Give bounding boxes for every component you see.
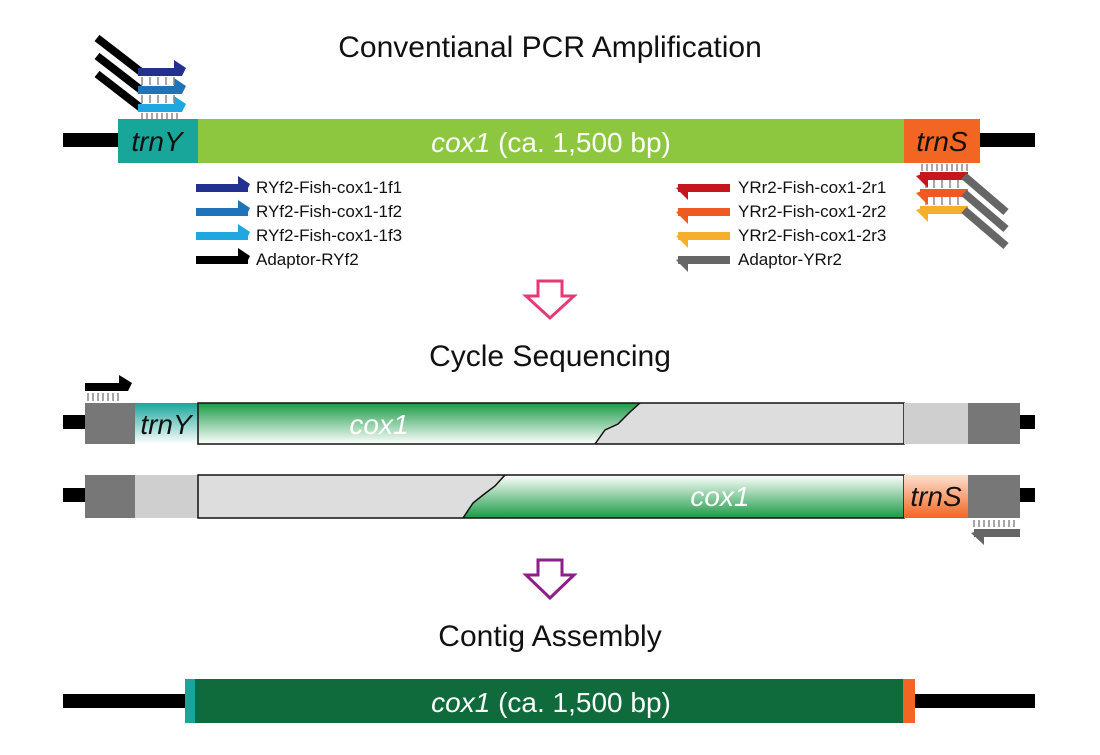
seq-cox1-reverse-label: cox1 (690, 481, 749, 512)
svg-text:YRr2-Fish-cox1-2r3: YRr2-Fish-cox1-2r3 (738, 226, 886, 245)
legend-item-adaptor-yrr2: Adaptor-YRr2 (676, 250, 842, 272)
contig-cox1-label: cox1 (ca. 1,500 bp) (431, 687, 671, 718)
legend-item-1f3: RYf2-Fish-cox1-1f3 (196, 224, 402, 245)
svg-text:Adaptor-RYf2: Adaptor-RYf2 (256, 250, 359, 269)
svg-text:RYf2-Fish-cox1-1f2: RYf2-Fish-cox1-1f2 (256, 202, 402, 221)
title-cycle-sequencing: Cycle Sequencing (429, 340, 671, 373)
legend-item-2r2: YRr2-Fish-cox1-2r2 (676, 202, 886, 224)
svg-text:YRr2-Fish-cox1-2r1: YRr2-Fish-cox1-2r1 (738, 178, 886, 197)
forward-adaptor-tails (94, 34, 144, 112)
reverse-primers-bound (916, 164, 968, 222)
forward-sequencing-read: trnY cox1 (63, 375, 1035, 445)
pcr-template: trnY trnS cox1 (ca. 1,500 bp) (63, 119, 1035, 163)
forward-primer-legend: RYf2-Fish-cox1-1f1 RYf2-Fish-cox1-1f2 RY… (196, 176, 402, 269)
forward-primers-bound (138, 60, 186, 119)
legend-item-2r1: YRr2-Fish-cox1-2r1 (676, 178, 886, 200)
seq-trnS-label: trnS (910, 481, 962, 512)
trnS-label: trnS (916, 126, 968, 157)
svg-text:RYf2-Fish-cox1-1f1: RYf2-Fish-cox1-1f1 (256, 178, 402, 197)
trnY-region (118, 119, 198, 163)
reverse-primer-legend: YRr2-Fish-cox1-2r1 YRr2-Fish-cox1-2r2 YR… (676, 178, 886, 272)
title-contig-assembly: Contig Assembly (438, 620, 661, 653)
svg-text:RYf2-Fish-cox1-1f3: RYf2-Fish-cox1-1f3 (256, 226, 402, 245)
down-arrow-2-icon (522, 558, 578, 601)
legend-item-1f2: RYf2-Fish-cox1-1f2 (196, 200, 402, 221)
cox1-region (198, 119, 904, 163)
contig-assembly-result: cox1 (ca. 1,500 bp) (63, 679, 1035, 723)
legend-item-2r3: YRr2-Fish-cox1-2r3 (676, 226, 886, 248)
legend-item-1f1: RYf2-Fish-cox1-1f1 (196, 176, 402, 197)
cox1-label: cox1 (ca. 1,500 bp) (431, 127, 671, 158)
title-pcr-amplification: Conventianal PCR Amplification (338, 31, 762, 64)
reverse-adaptor-tails (961, 172, 1009, 250)
seq-cox1-forward-label: cox1 (349, 409, 408, 440)
svg-text:YRr2-Fish-cox1-2r2: YRr2-Fish-cox1-2r2 (738, 202, 886, 221)
seq-trnY-label: trnY (140, 409, 194, 440)
trnS-region (904, 119, 980, 163)
trnY-label: trnY (131, 126, 185, 157)
svg-text:Adaptor-YRr2: Adaptor-YRr2 (738, 250, 842, 269)
down-arrow-1-icon (522, 279, 578, 321)
reverse-sequencing-read: cox1 trnS (63, 474, 1035, 545)
legend-item-adaptor-ryf2: Adaptor-RYf2 (196, 248, 359, 269)
